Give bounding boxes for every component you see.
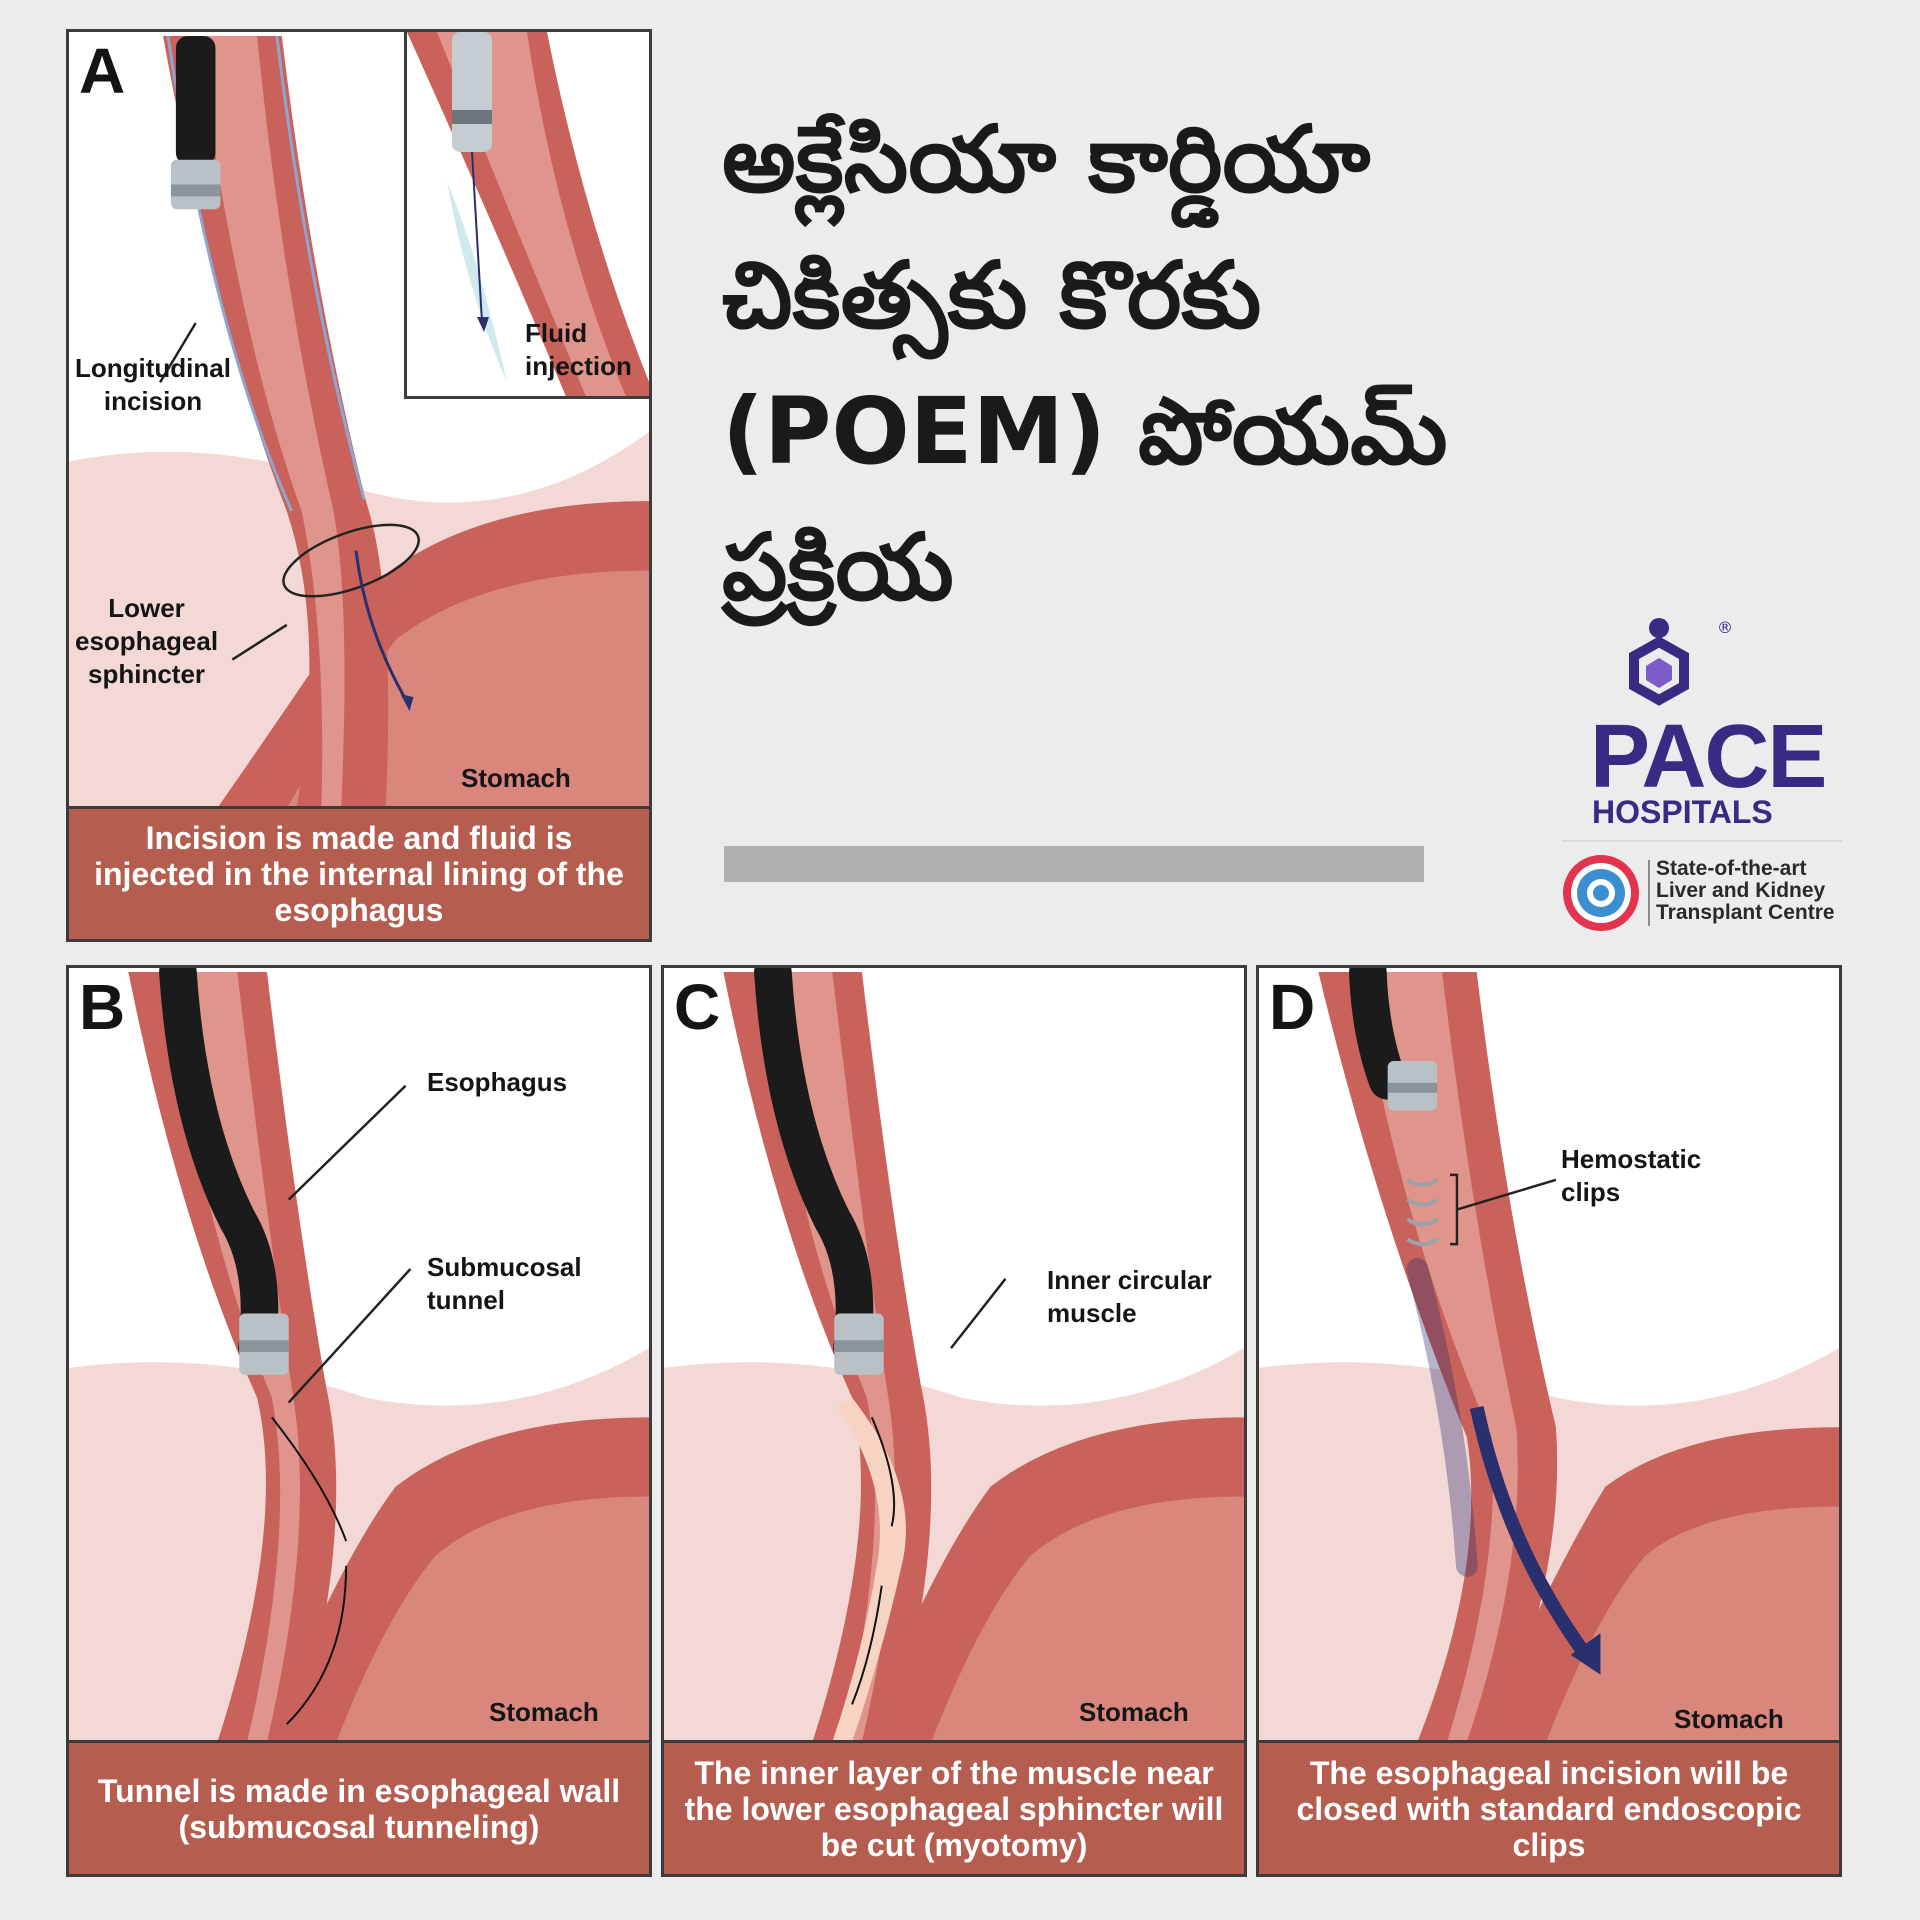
label-inner-circular-muscle: Inner circular muscle xyxy=(1047,1265,1212,1328)
panel-a-illustration xyxy=(69,35,649,809)
title-line-4: ప్రక్రియ xyxy=(722,514,954,621)
panel-a: Fluid injection A Longitudinal incision … xyxy=(66,29,652,942)
label-stomach-d: Stomach xyxy=(1674,1704,1784,1734)
panel-c-letter: C xyxy=(674,971,721,1043)
label-fluid-injection: Fluid injection xyxy=(525,318,632,381)
panel-c-caption: The inner layer of the muscle near the l… xyxy=(664,1740,1244,1874)
brand-tagline: State-of-the-art Liver and Kidney Transp… xyxy=(1656,857,1835,924)
pace-logo-icon xyxy=(1629,618,1689,706)
panel-b-letter: B xyxy=(79,971,126,1043)
panel-d-letter: D xyxy=(1269,971,1316,1043)
panel-c-illustration xyxy=(664,968,1244,1743)
label-stomach-c: Stomach xyxy=(1079,1697,1189,1727)
title-underline-bar xyxy=(724,846,1424,882)
panel-a-inset: Fluid injection xyxy=(404,32,649,399)
panel-a-letter: A xyxy=(79,35,126,107)
label-stomach-a: Stomach xyxy=(461,763,571,793)
brand-subname: HOSPITALS xyxy=(1592,794,1773,830)
label-lower-sphincter: Lower esophageal sphincter xyxy=(75,593,219,689)
tagline-separator xyxy=(1648,860,1650,926)
inset-illustration xyxy=(407,32,649,396)
label-submucosal-tunnel: Submucosal tunnel xyxy=(427,1252,582,1315)
label-stomach-b: Stomach xyxy=(489,1697,599,1727)
panel-b: B Esophagus Submucosal tunnel Stomach Tu… xyxy=(66,965,652,1877)
panel-d-illustration xyxy=(1259,968,1839,1743)
label-hemostatic-clips: Hemostatic clips xyxy=(1561,1144,1702,1207)
title-line-3: (POEM) పోయమ్ xyxy=(722,378,1448,485)
panel-b-illustration xyxy=(69,968,649,1743)
panel-d-caption: The esophageal incision will be closed w… xyxy=(1259,1740,1839,1874)
panel-b-caption: Tunnel is made in esophageal wall (submu… xyxy=(69,1740,649,1874)
registered-mark: ® xyxy=(1717,618,1733,637)
brand-name: PACE xyxy=(1590,707,1827,807)
panel-c: C Inner circular muscle Stomach The inne… xyxy=(661,965,1247,1877)
title-line-1: అక్లేసియా కార్డియా xyxy=(722,106,1371,213)
panel-a-caption: Incision is made and fluid is injected i… xyxy=(69,806,649,939)
title-line-2: చికిత్సకు కొరకు xyxy=(722,242,1262,349)
nabh-seal-icon xyxy=(1563,855,1639,931)
logo-divider xyxy=(1562,840,1842,842)
panel-d: D Hemostatic clips Stomach The esophagea… xyxy=(1256,965,1842,1877)
label-longitudinal-incision: Longitudinal incision xyxy=(75,353,231,416)
label-esophagus: Esophagus xyxy=(427,1067,568,1097)
page-title: అక్లేసియా కార్డియా చికిత్సకు కొరకు (POEM… xyxy=(722,92,1447,636)
